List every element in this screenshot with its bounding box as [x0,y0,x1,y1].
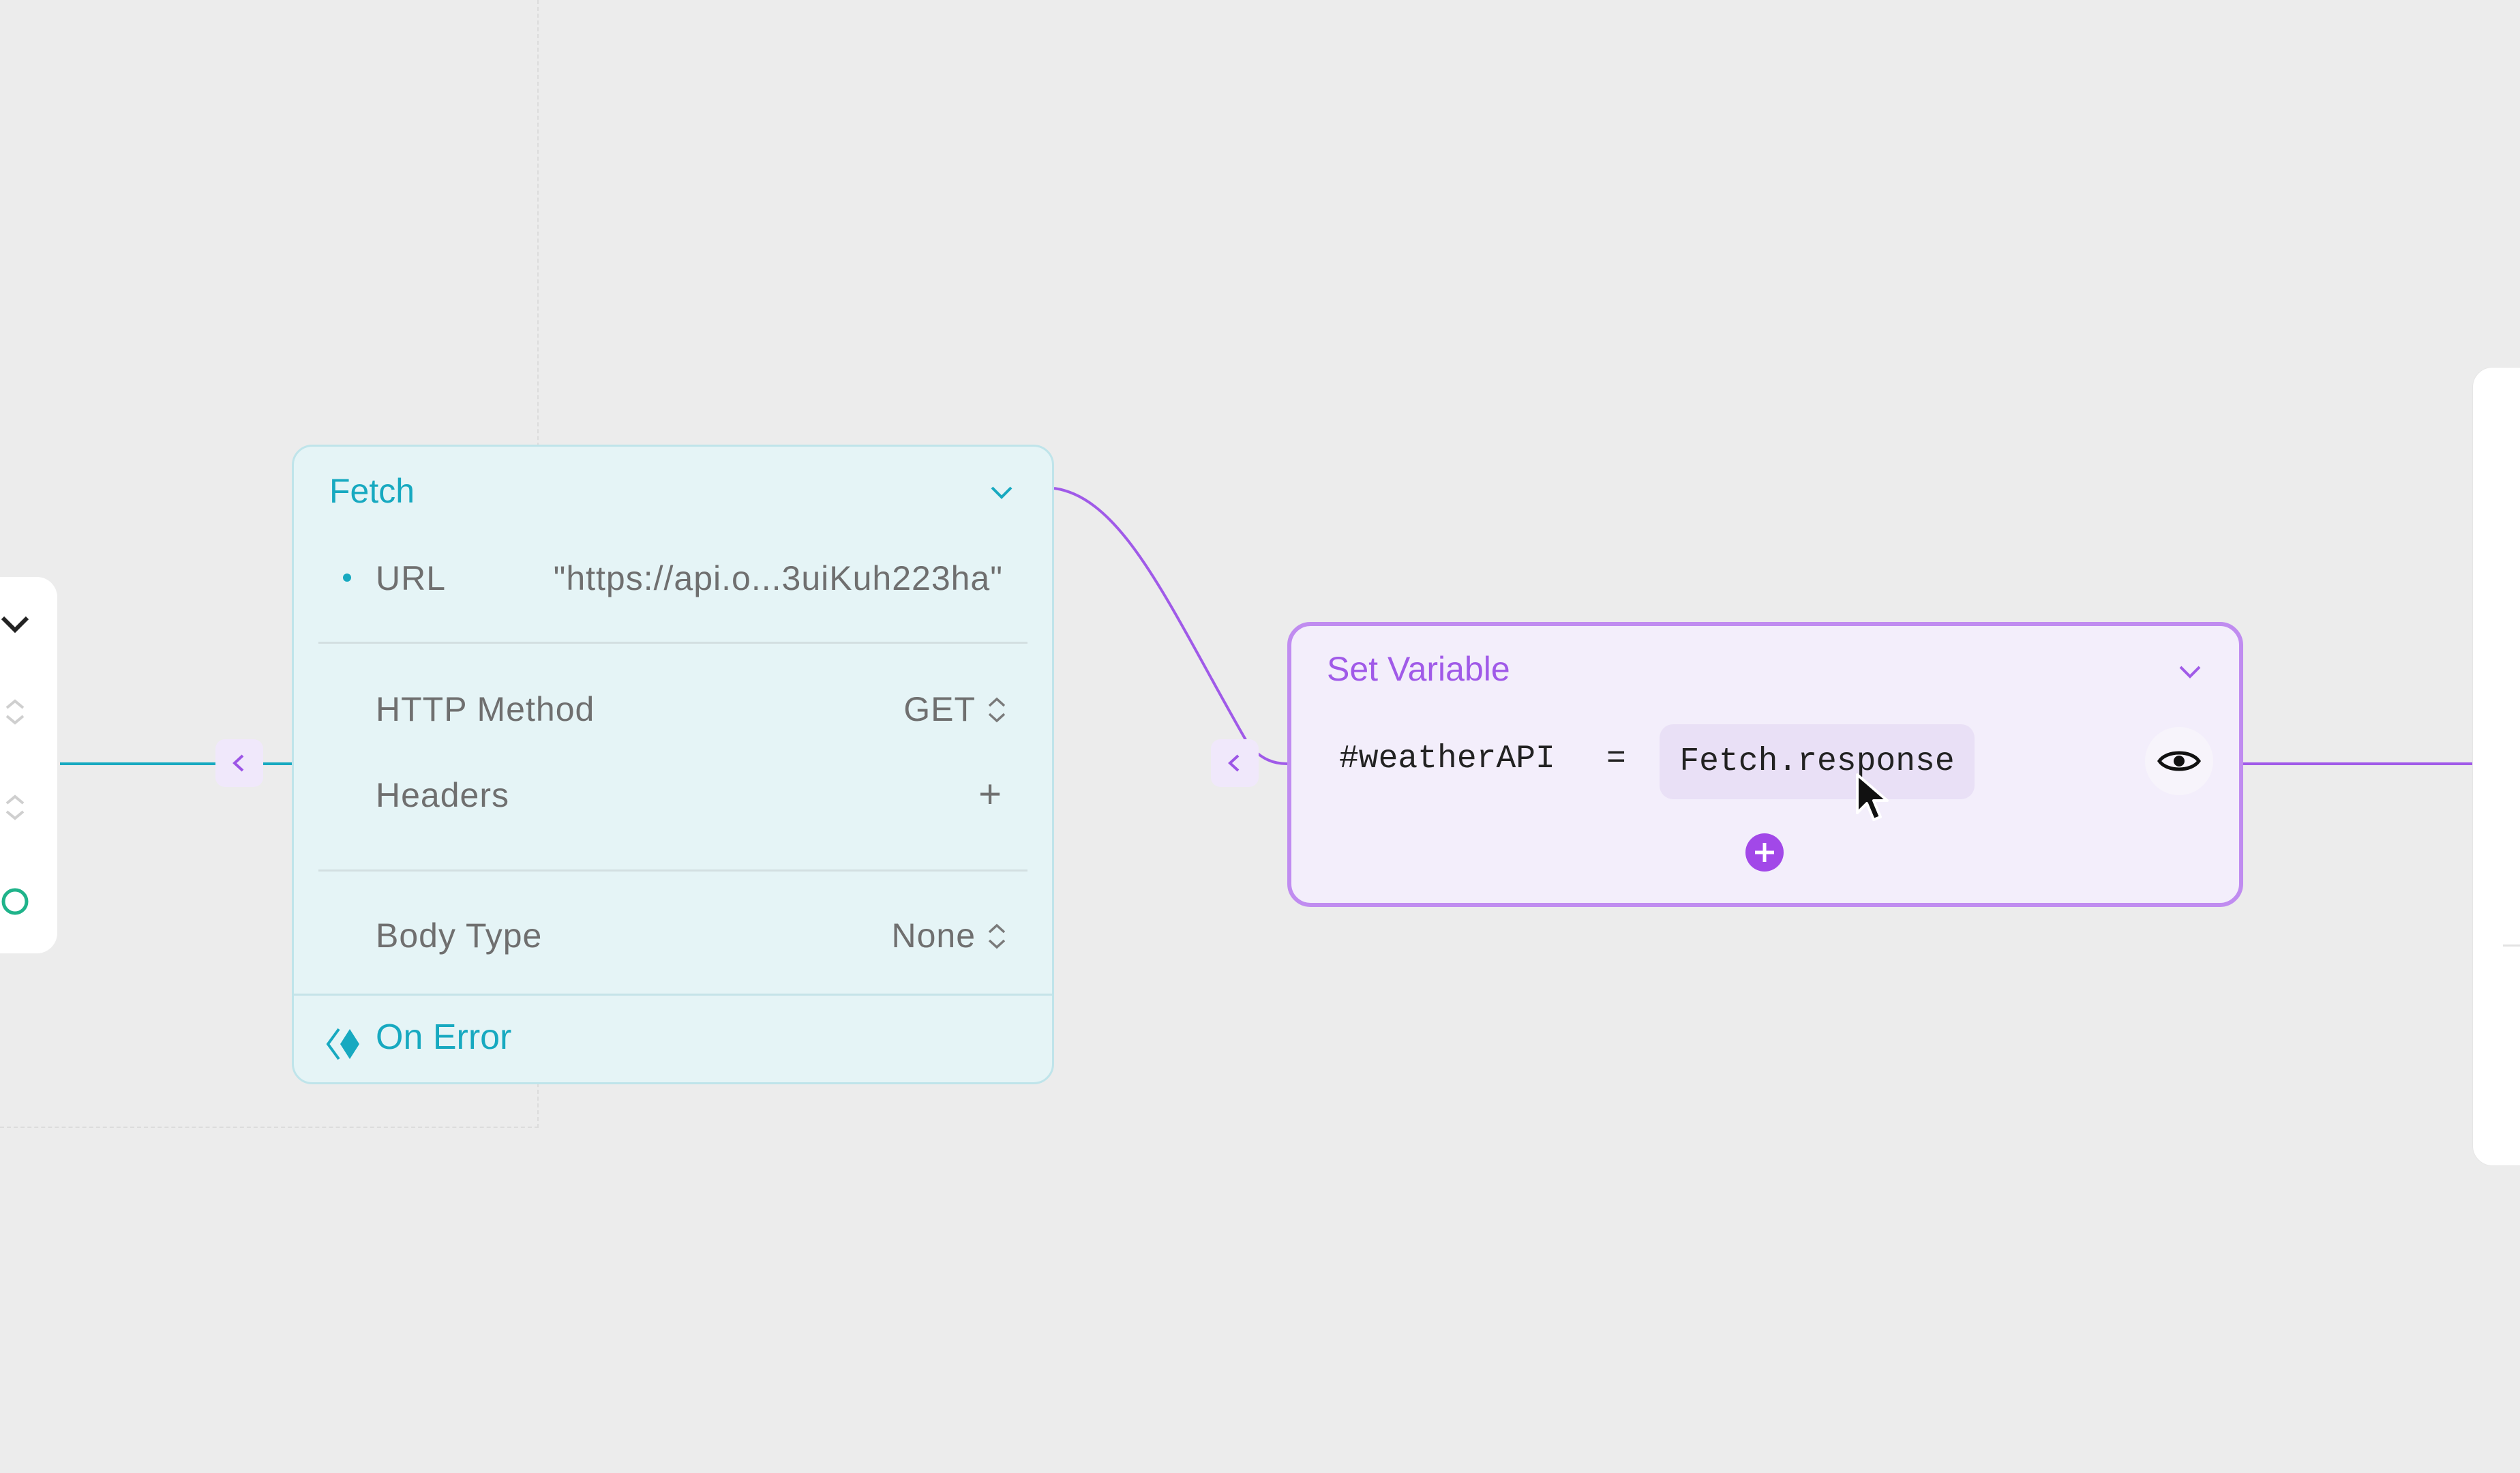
divider [2503,944,2520,947]
on-error-path-icon [324,1025,362,1067]
body-type-label: Body Type [376,917,543,955]
setvariable-input-port[interactable] [1211,739,1259,787]
plus-circle-icon [1745,833,1784,872]
wire-fetch-to-setvariable [1053,487,1288,765]
http-method-label: HTTP Method [376,690,595,728]
required-dot-icon [343,574,351,582]
divider [318,642,1028,644]
headers-label: Headers [376,776,509,814]
next-node-partial[interactable] [2472,367,2520,1166]
body-type-row[interactable]: Body Type None [294,906,1052,964]
variable-name[interactable]: #weatherAPI [1339,741,1555,777]
add-assignment-button[interactable] [1744,832,1785,876]
url-label: URL [376,559,447,597]
http-method-value[interactable]: GET [903,690,976,728]
chevron-left-icon [232,754,244,772]
fetch-input-port[interactable] [215,739,263,787]
on-error-label[interactable]: On Error [376,1017,512,1057]
http-method-row[interactable]: HTTP Method GET [294,680,1052,737]
eye-icon[interactable] [2145,727,2213,795]
status-ring-icon [0,887,30,922]
set-variable-node[interactable]: Set Variable #weatherAPI = Fetch.respons… [1287,622,2243,907]
divider [318,869,1028,872]
stepper-icon[interactable] [0,697,30,732]
url-row[interactable]: URL "https://api.o...3uiKuh223ha" [294,549,1052,606]
add-header-button[interactable]: + [978,772,1002,816]
chevron-down-icon[interactable] [0,608,30,644]
variable-value: Fetch.response [1679,743,1955,780]
chevron-down-icon[interactable] [2176,661,2204,685]
url-value[interactable]: "https://api.o...3uiKuh223ha" [553,559,1003,597]
stepper-icon[interactable] [985,695,1008,728]
variable-value-field[interactable]: Fetch.response [1660,724,1975,799]
body-type-value[interactable]: None [891,917,976,955]
fetch-node-title: Fetch [329,472,415,510]
divider [294,994,1052,996]
mouse-pointer-icon [1855,772,1893,830]
stepper-icon[interactable] [0,792,30,828]
canvas-guide-horizontal [0,1127,539,1128]
chevron-left-icon [1228,754,1240,772]
stepper-icon[interactable] [985,921,1008,955]
set-variable-title: Set Variable [1327,650,1510,688]
chevron-down-icon[interactable] [988,482,1015,506]
previous-node-partial[interactable] [0,577,57,953]
fetch-node[interactable]: Fetch URL "https://api.o...3uiKuh223ha" … [292,445,1054,1084]
assignment-operator: = [1606,741,1626,777]
headers-row[interactable]: Headers + [294,766,1052,823]
